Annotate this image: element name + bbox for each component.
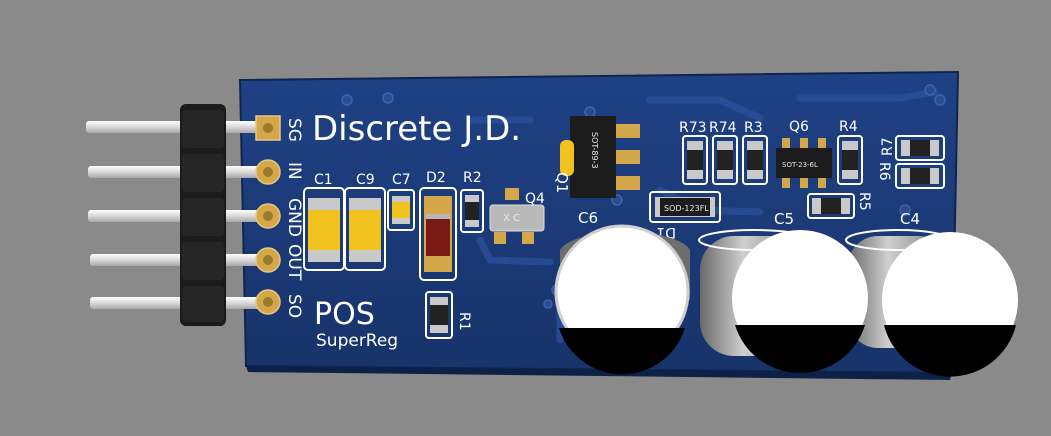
capacitor-c9 (344, 187, 386, 271)
pcb-board-edge (246, 366, 952, 380)
refdes-r73: R73 (679, 120, 707, 136)
resistor-r73 (682, 135, 708, 185)
capacitor-c6 (554, 224, 690, 375)
refdes-q4: Q4 (525, 191, 545, 207)
refdes-r5: R5 (856, 192, 872, 211)
d1-package-mark: SOD-123FL (664, 204, 709, 213)
board-title: Discrete J.D. (312, 109, 521, 149)
pin-header-body (180, 104, 226, 326)
q6-package-mark: SOT-23-6L (782, 161, 818, 169)
crystal-mark: X C (503, 213, 520, 224)
resistor-r1 (425, 291, 453, 339)
pin-label-in: IN (284, 162, 304, 180)
transistor-q1: SOT-89-3 (560, 116, 640, 198)
pin-label-gnd: GND (284, 198, 304, 237)
refdes-r2: R2 (463, 170, 482, 186)
refdes-c6: C6 (578, 209, 598, 227)
pin-label-sg: SG (284, 118, 304, 142)
capacitor-c5 (698, 229, 868, 374)
resistor-r7 (895, 135, 945, 161)
diode-d1: SOD-123FL (649, 191, 721, 223)
board-subtitle: SuperReg (316, 331, 398, 351)
capacitor-c1 (303, 187, 345, 271)
resistor-r74 (712, 135, 738, 185)
pin-pads (255, 115, 281, 315)
crystal-xc: X C (489, 188, 545, 244)
refdes-c4: C4 (900, 210, 920, 228)
q1-package-mark: SOT-89-3 (590, 132, 599, 169)
ic-q6: SOT-23-6L (776, 138, 832, 188)
refdes-r7: R7 (880, 137, 896, 156)
pin-label-out: OUT (284, 244, 304, 281)
refdes-r74: R74 (709, 120, 737, 136)
refdes-c5: C5 (774, 210, 794, 228)
refdes-q6: Q6 (789, 119, 809, 135)
pin-labels: SG IN GND OUT SO (284, 118, 304, 318)
resistor-r6 (895, 163, 945, 189)
capacitor-c7 (387, 189, 415, 231)
board-name: POS (314, 297, 375, 332)
capacitor-c4 (845, 229, 1018, 377)
refdes-c1: C1 (314, 172, 333, 188)
refdes-c9: C9 (356, 172, 375, 188)
refdes-q1: Q1 (553, 172, 571, 193)
refdes-r3: R3 (744, 120, 763, 136)
refdes-c7: C7 (392, 172, 411, 188)
refdes-r4: R4 (839, 119, 858, 135)
pin-label-so: SO (284, 294, 304, 318)
refdes-d2: D2 (426, 170, 446, 186)
refdes-r6: R6 (876, 162, 892, 181)
diode-d2 (419, 187, 457, 281)
resistor-r4 (837, 135, 863, 185)
resistor-r2 (460, 189, 484, 233)
refdes-r1: R1 (456, 312, 472, 331)
resistor-r3 (742, 135, 768, 185)
resistor-r5 (807, 193, 855, 219)
